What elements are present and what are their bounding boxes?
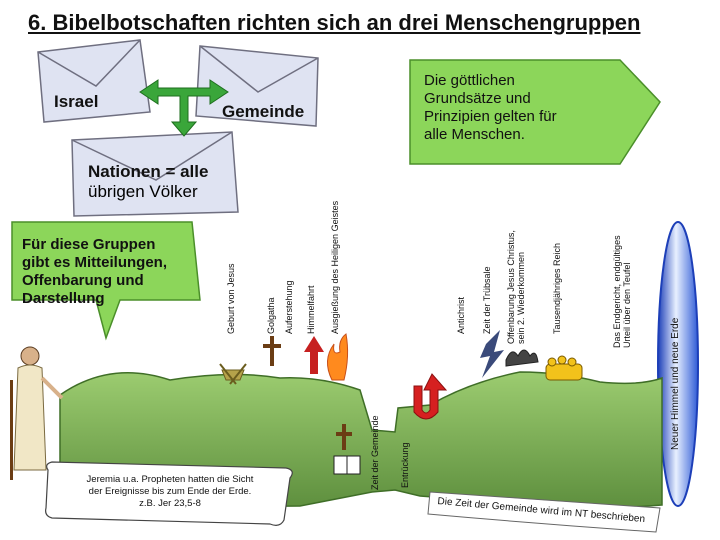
right-callout-line: Grundsätze und: [424, 90, 531, 107]
nationen-line1: Nationen = alle: [88, 162, 209, 181]
label-golgatha: Golgatha: [266, 297, 276, 334]
label-geburt: Geburt von Jesus: [226, 263, 236, 334]
label-offenbarung-l1: Offenbarung Jesus Christus,: [506, 230, 516, 344]
label-ausgiessung: Ausgießung des Heiligen Geistes: [330, 200, 340, 334]
left-callout-line: Offenbarung und: [22, 272, 144, 289]
right-callout-line: Prinzipien gelten für: [424, 108, 557, 125]
connector-arrows: [139, 79, 229, 137]
left-callout-line: gibt es Mitteilungen,: [22, 254, 167, 271]
group-label-nationen: Nationen = alle übrigen Völker: [88, 162, 208, 202]
jeremia-scroll: [45, 461, 293, 526]
nationen-line2: übrigen Völker: [88, 182, 198, 201]
lightning-icon: [480, 330, 504, 378]
golgatha-cross-icon: [263, 336, 281, 366]
flame-icon: [327, 333, 349, 381]
label-zeit-gemeinde: Zeit der Gemeinde: [370, 415, 380, 490]
left-callout-text: Für diese Gruppen gibt es Mitteilungen, …: [22, 236, 192, 308]
right-callout-line: alle Menschen.: [424, 126, 525, 143]
bible-icon: [333, 455, 361, 475]
label-antichrist: Antichrist: [456, 296, 466, 334]
label-auferstehung: Auferstehung: [284, 280, 294, 334]
left-callout-line: Für diese Gruppen: [22, 236, 156, 253]
label-endgericht-l1: Das Endgericht, endgültiges: [612, 235, 622, 348]
right-callout-line: Die göttlichen: [424, 72, 515, 89]
label-offenbarung: Offenbarung Jesus Christus, sein 2. Wied…: [506, 194, 526, 344]
label-offenbarung-l2: sein 2. Wiederkommen: [516, 251, 526, 344]
church-cross-icon: [336, 424, 352, 450]
nt-banner: [427, 491, 661, 533]
new-earth-globe: [657, 221, 699, 507]
millennium-crowd-icon: [545, 355, 583, 381]
revelation-fire-icon: [505, 349, 539, 367]
left-callout-line: Darstellung: [22, 290, 105, 307]
envelope-gemeinde: [195, 45, 319, 127]
jeremia-line: z.B. Jer 23,5-8: [139, 498, 201, 509]
left-callout-shape: [11, 221, 201, 341]
page-title: 6. Bibelbotschaften richten sich an drei…: [28, 10, 641, 35]
label-entrueckung: Entrückung: [400, 442, 410, 488]
right-callout-arrow: [409, 59, 661, 165]
label-truebsale: Zeit der Trübsale: [482, 266, 492, 334]
jeremia-line: der Ereignisse bis zum Ende der Erde.: [88, 486, 252, 497]
envelope-israel: [37, 39, 151, 123]
label-endgericht: Das Endgericht, endgültiges Urteil über …: [612, 198, 632, 348]
group-label-israel: Israel: [54, 92, 99, 111]
rapture-arrow-icon: [413, 373, 448, 420]
jeremia-line: Jeremia u.a. Propheten hatten die Sicht: [86, 474, 254, 485]
label-endgericht-l2: Urteil über den Teufel: [622, 262, 632, 348]
manger-icon: [219, 363, 247, 385]
envelope-nationen: [71, 131, 239, 217]
jeremia-text: Jeremia u.a. Propheten hatten die Sicht …: [60, 474, 280, 510]
label-himmelfahrt: Himmelfahrt: [306, 285, 316, 334]
right-callout-text: Die göttlichen Grundsätze und Prinzipien…: [424, 72, 604, 144]
label-neuer-himmel: Neuer Himmel und neue Erde: [670, 317, 681, 450]
label-tausend: Tausendjähriges Reich: [552, 242, 562, 334]
group-label-gemeinde: Gemeinde: [222, 102, 305, 121]
ascension-arrow-icon: [304, 336, 324, 374]
prophet-figure: [10, 346, 64, 480]
